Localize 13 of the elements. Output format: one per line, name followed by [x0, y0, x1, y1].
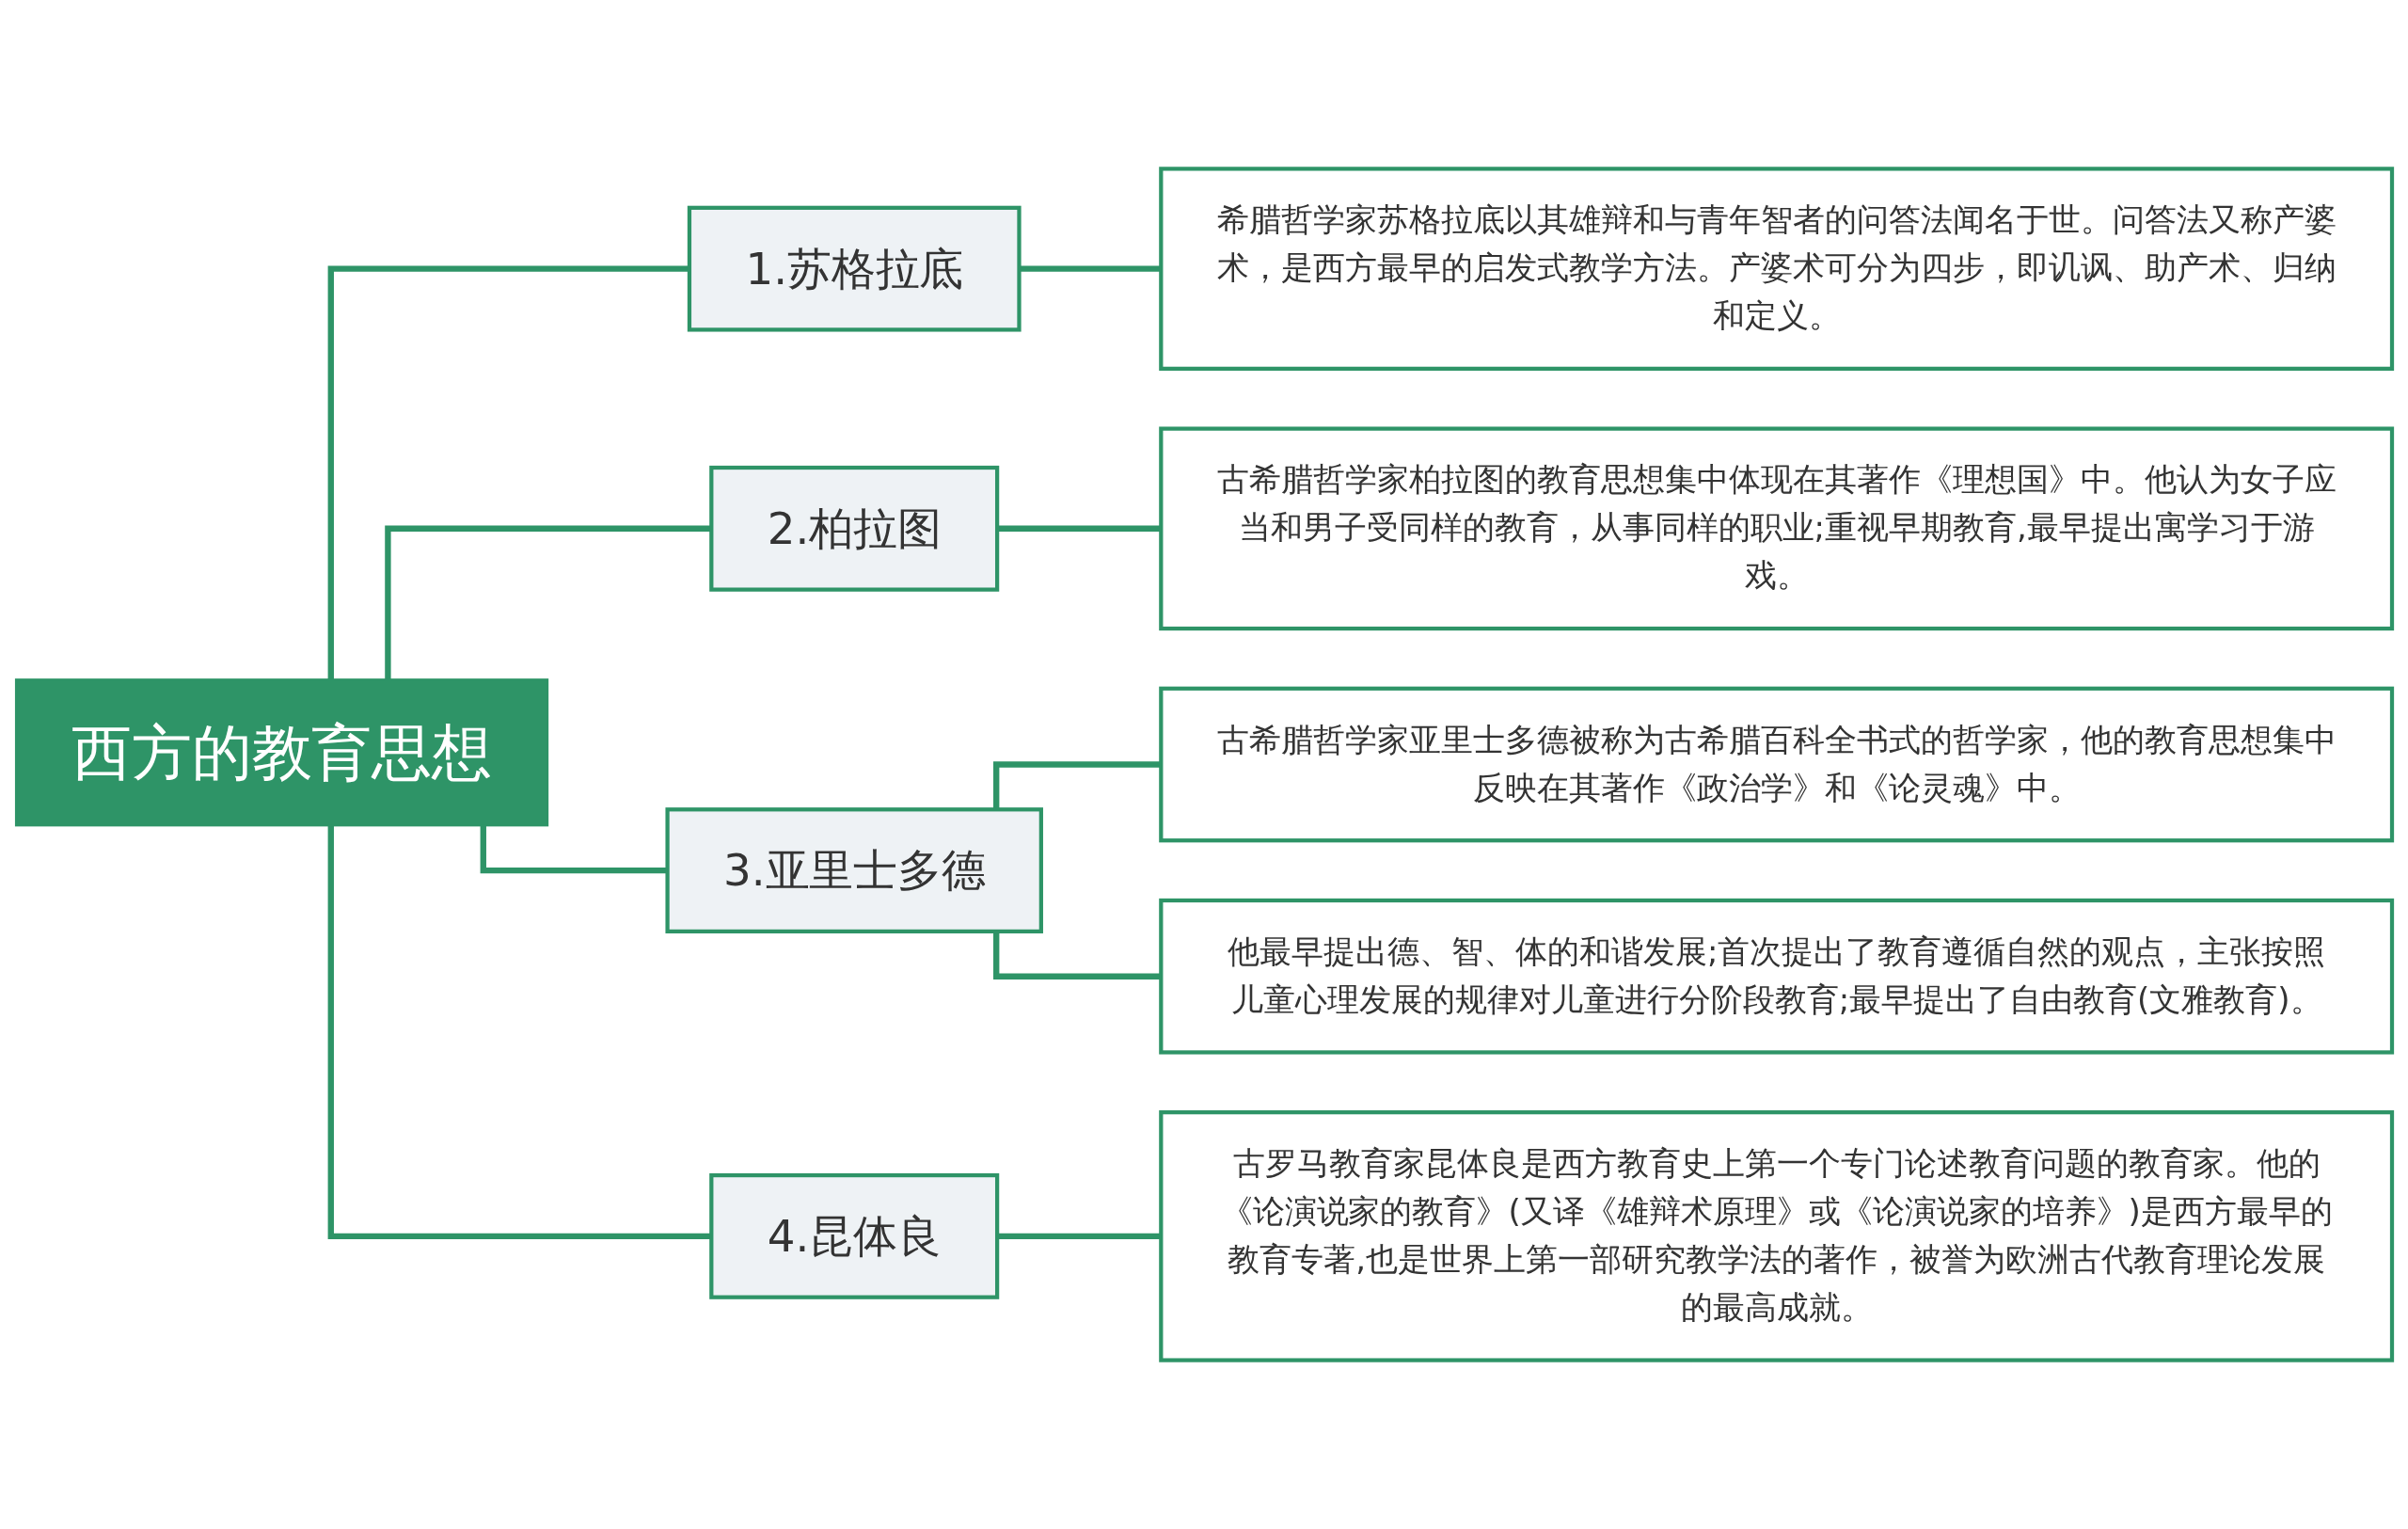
connector	[993, 761, 1162, 810]
node-box: 4.昆体良	[709, 1172, 1000, 1299]
connector	[993, 931, 1162, 980]
node-box: 古希腊哲学家柏拉图的教育思想集中体现在其著作《理想国》中。他认为女子应当和男子受同样的教育，从事同样的职业;重视早期教育,最早提出寓学习于游戏。	[1159, 426, 2395, 631]
node-box: 他最早提出德、智、体的和谐发展;首次提出了教育遵循自然的观点，主张按照儿童心理发展的规律对儿童进行分阶段教育;最早提出了自由教育(文雅教育)。	[1159, 898, 2395, 1055]
node-box: 古罗马教育家昆体良是西方教育史上第一个专门论述教育问题的教育家。他的《论演说家的教育》(又译《雄辩术原理》或《论演说家的培养》)是西方最早的教育专著,也是世界上第一部研究教学法的著作，被誉为欧洲古代教育理论发展的最高成就。	[1159, 1110, 2395, 1362]
node-box: 2.柏拉图	[709, 465, 1000, 592]
node-box: 古希腊哲学家亚里士多德被称为古希腊百科全书式的哲学家，他的教育思想集中反映在其著作《政治学》和《论灵魂》中。	[1159, 686, 2395, 843]
node-box: 西方的教育思想	[14, 678, 549, 827]
node-box: 3.亚里士多德	[665, 807, 1043, 933]
node-box: 1.苏格拉底	[687, 205, 1022, 332]
node-box: 希腊哲学家苏格拉底以其雄辩和与青年智者的问答法闻名于世。问答法又称产婆术，是西方最早的启发式教学方法。产婆术可分为四步，即讥讽、助产术、归纳和定义。	[1159, 167, 2395, 371]
connector	[480, 825, 668, 874]
